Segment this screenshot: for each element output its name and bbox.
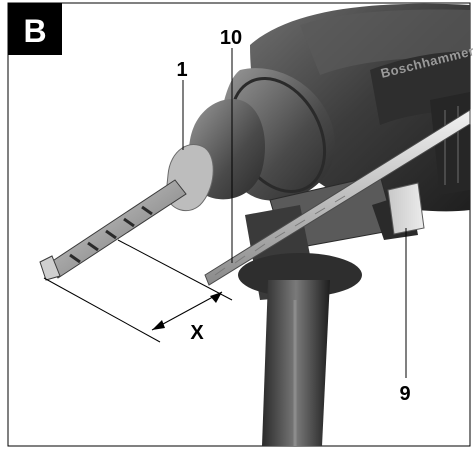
drill-bit bbox=[39, 179, 187, 281]
section-badge: B bbox=[8, 3, 62, 55]
svg-text:B: B bbox=[23, 13, 46, 49]
dimension-label-x: X bbox=[190, 322, 204, 344]
depth-stop-rod bbox=[204, 109, 471, 286]
dimension-x bbox=[43, 239, 233, 343]
callout-9: 9 bbox=[399, 383, 410, 405]
callout-10: 10 bbox=[220, 27, 242, 49]
depth-stop-holder bbox=[238, 174, 396, 300]
callout-1: 1 bbox=[176, 59, 187, 81]
auxiliary-handle bbox=[262, 280, 330, 446]
